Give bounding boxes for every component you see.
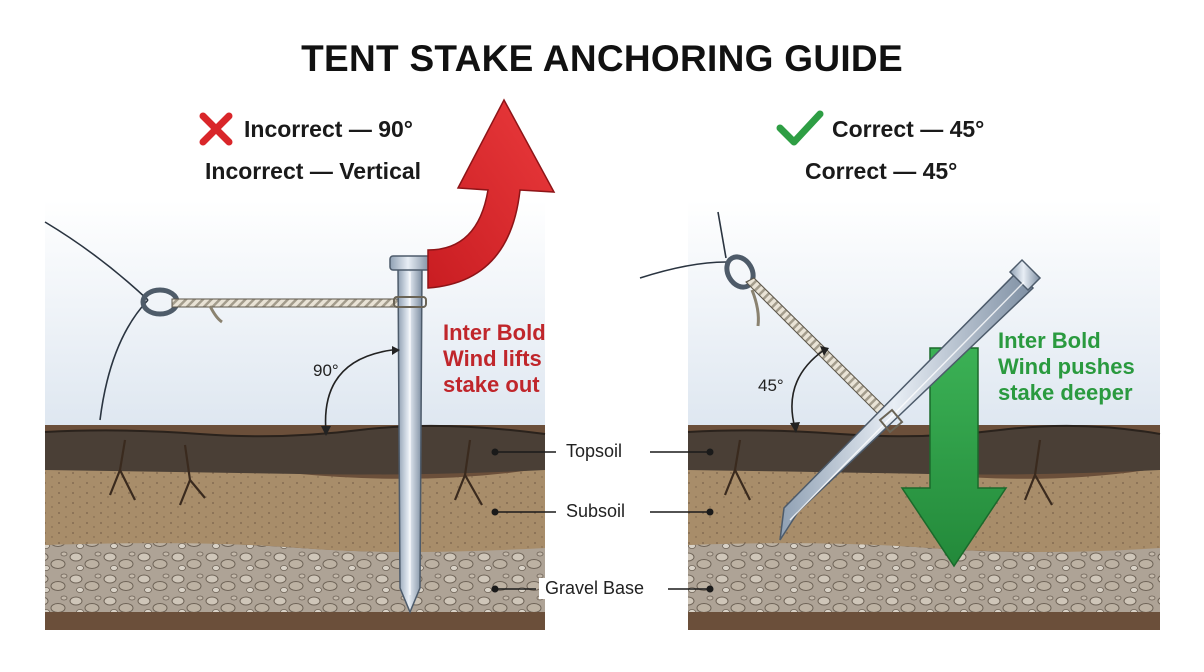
right-note-line-1: Inter Bold [998,328,1101,353]
right-wind-push-arrow [900,347,1008,568]
left-soil-cross-section [44,424,546,630]
left-wind-lift-arrow [427,98,556,289]
right-guy-ring [724,254,756,290]
right-note-line-2: Wind pushes [998,354,1135,379]
right-panel [639,110,1161,630]
left-guy-rope [171,298,423,308]
layer-label-leaders [491,448,714,593]
right-wind-note: Inter Bold Wind pushes stake deeper [998,328,1135,406]
layer-label-subsoil: Subsoil [560,501,632,522]
left-wind-note: Inter Bold Wind lifts stake out [443,320,546,398]
layer-label-gravel-base: Gravel Base [539,578,651,599]
right-angle-label: 45° [758,376,784,395]
right-sky [688,200,1160,435]
left-panel [44,98,556,630]
right-tent-fabric-line [639,261,727,279]
right-stake-angled [779,258,1042,541]
right-subheading: Correct — 45° [805,158,958,184]
right-note-line-3: stake deeper [998,380,1133,405]
left-angle-arc [324,349,393,433]
left-stake-vertical [389,255,431,614]
left-subheading: Incorrect — Vertical [205,158,422,184]
right-root [723,439,1053,506]
left-heading: Incorrect — 90° [244,116,413,142]
right-angle-arc [791,349,825,429]
left-tent-fabric-curve [99,299,149,421]
left-note-line-2: Wind lifts [443,346,542,371]
left-sky [45,200,545,435]
layer-label-topsoil: Topsoil [560,441,629,462]
right-soil-cross-section [687,424,1161,630]
left-note-line-3: stake out [443,372,540,397]
left-root [108,439,483,506]
cross-icon [199,112,233,146]
page-title: TENT STAKE ANCHORING GUIDE [301,38,903,79]
left-note-line-1: Inter Bold [443,320,546,345]
right-heading: Correct — 45° [832,116,985,142]
left-angle-label: 90° [313,361,339,380]
left-tent-fabric-line [44,221,149,301]
right-topsoil-layer [688,425,1160,475]
right-tent-fabric-top [717,211,727,259]
check-icon [776,110,824,146]
